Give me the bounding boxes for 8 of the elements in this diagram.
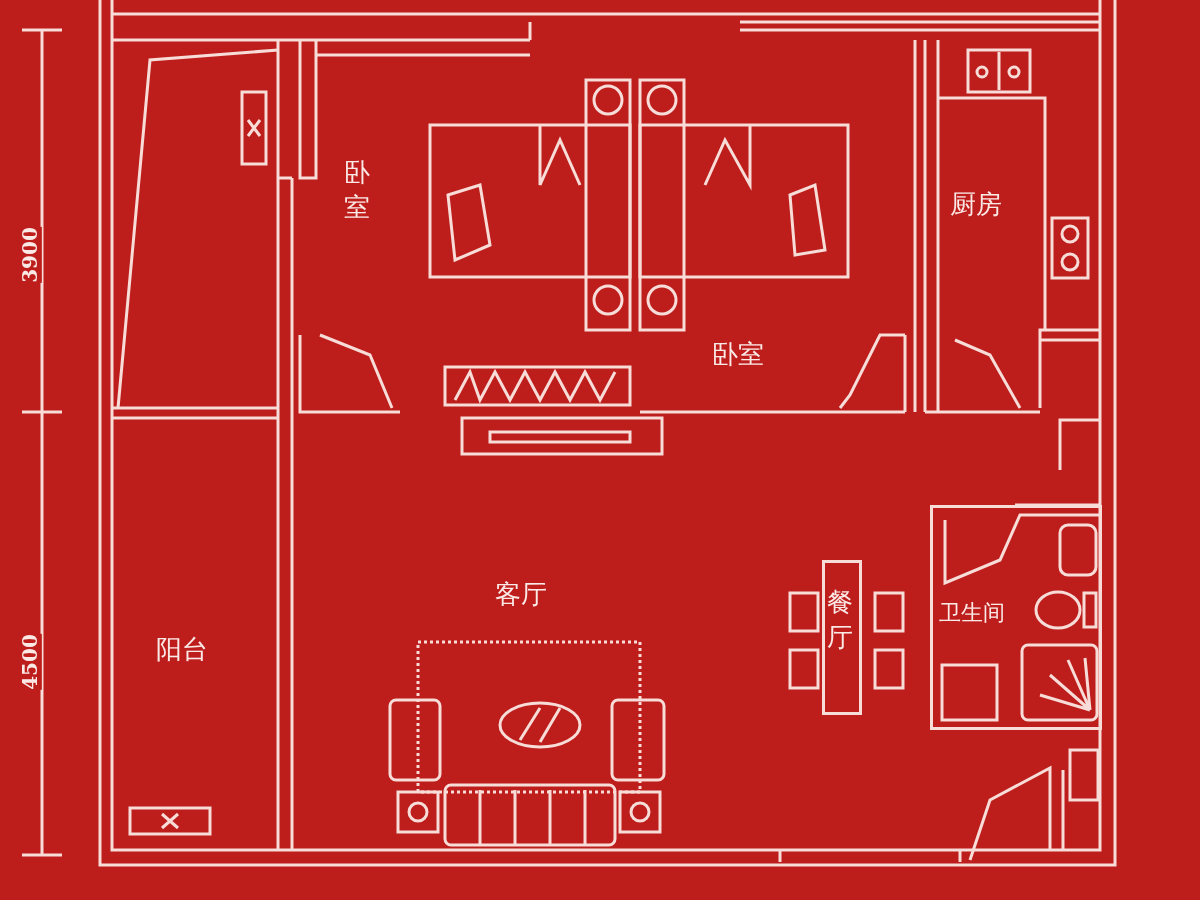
room-label: 客厅 xyxy=(495,580,547,610)
dining-table xyxy=(822,560,862,715)
room-label: 卧室 xyxy=(344,156,371,225)
room-label: 阳台 xyxy=(156,635,208,665)
room-label: 厨房 xyxy=(950,190,1002,220)
room-label: 餐厅 xyxy=(827,586,854,655)
room-label: 卫生间 xyxy=(939,600,1005,626)
room-label: 卧室 xyxy=(712,340,764,370)
